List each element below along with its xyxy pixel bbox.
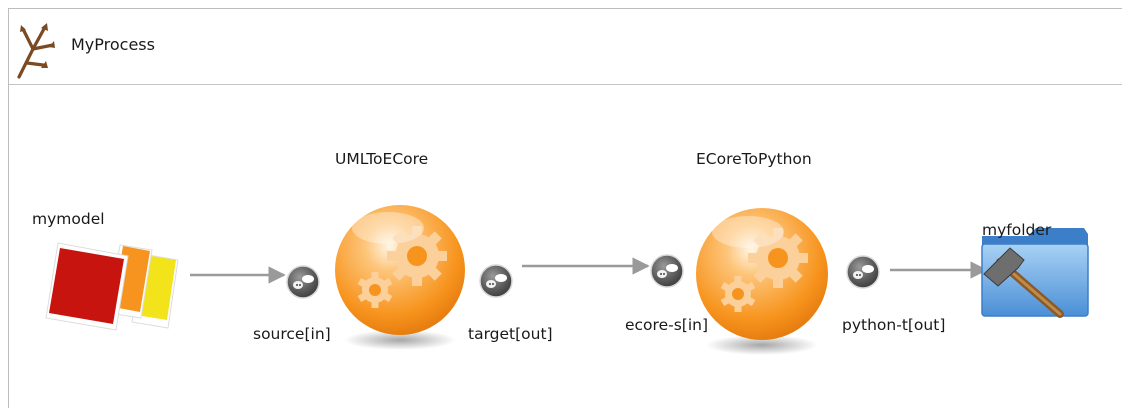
connectors: [190, 257, 988, 284]
node-label-uml-to-ecore: UMLToECore: [335, 150, 428, 168]
port-target[interactable]: target[out]: [468, 264, 553, 343]
process-title: MyProcess: [71, 35, 155, 54]
node-uml-to-ecore[interactable]: UMLToECore: [335, 150, 465, 350]
port-connector-icon: [846, 255, 880, 289]
gears-transformation-icon: [335, 205, 465, 335]
gears-transformation-icon: [696, 208, 828, 340]
port-label-ecore-s: ecore-s[in]: [625, 316, 708, 334]
node-ecore-to-python[interactable]: ECoreToPython: [696, 150, 828, 355]
model-files-icon: [45, 242, 179, 331]
node-mymodel[interactable]: mymodel: [32, 210, 179, 331]
node-label-ecore-to-python: ECoreToPython: [696, 150, 812, 168]
process-panel: MyProcess: [8, 8, 1122, 408]
port-connector-icon: [479, 264, 513, 298]
port-ecore-s[interactable]: ecore-s[in]: [625, 254, 708, 334]
port-connector-icon: [286, 265, 320, 299]
process-branch-icon: [17, 23, 55, 79]
node-label-myfolder: myfolder: [982, 221, 1052, 239]
port-label-python-t: python-t[out]: [842, 316, 945, 334]
port-connector-icon: [650, 254, 684, 288]
folder-hammer-icon: [981, 228, 1089, 318]
port-python-t[interactable]: python-t[out]: [842, 255, 945, 334]
node-label-mymodel: mymodel: [32, 210, 105, 228]
port-label-source: source[in]: [253, 325, 331, 343]
node-myfolder[interactable]: myfolder: [981, 221, 1089, 318]
port-label-target: target[out]: [468, 325, 553, 343]
port-source[interactable]: source[in]: [253, 265, 331, 343]
process-header: MyProcess: [9, 9, 1122, 85]
